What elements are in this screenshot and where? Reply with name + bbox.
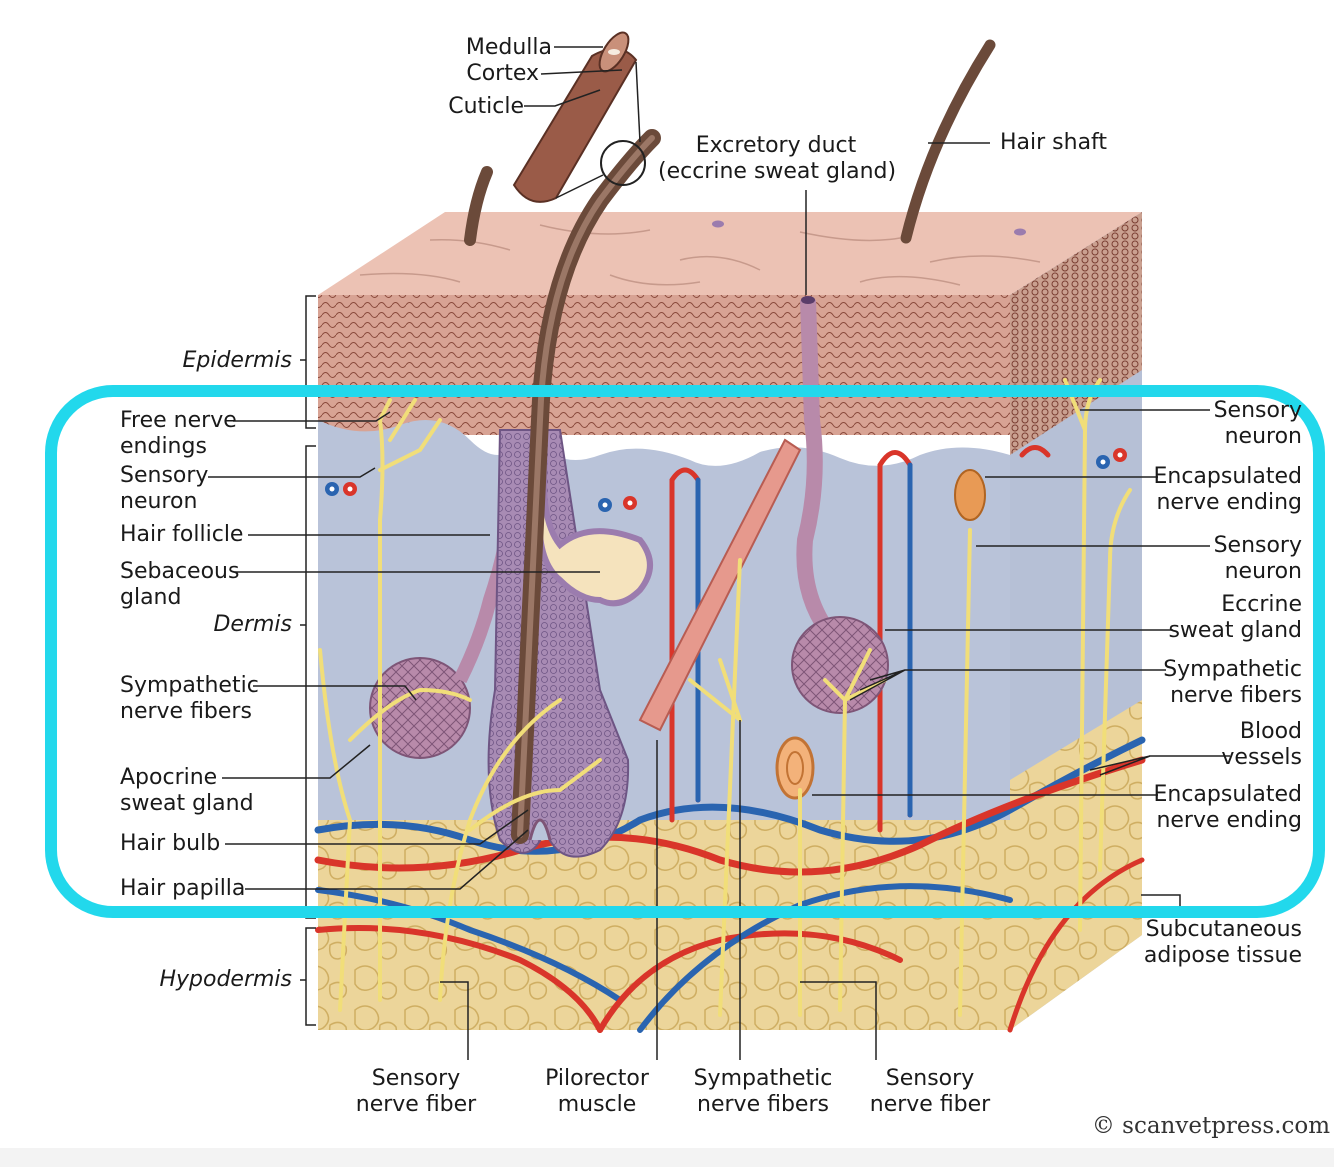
label-cuticle: Cuticle	[448, 94, 524, 119]
label-sensory-neuron-tr-line1: Sensory	[1213, 398, 1302, 423]
label-sensory-fiber-left-line1: Sensory	[371, 1066, 461, 1091]
label-eccrine-line2: sweat gland	[1168, 618, 1302, 643]
label-free-nerve-line1: Free nerve	[120, 408, 237, 433]
label-encapsulated-top-line1: Encapsulated	[1153, 464, 1302, 489]
bottom-strip	[0, 1148, 1334, 1167]
label-sebaceous-line2: gland	[120, 585, 182, 610]
label-blood-vessels: Blood vessels	[1221, 719, 1302, 771]
label-excretory-duct: Excretory duct (eccrine sweat gland)	[658, 133, 897, 185]
label-sympathetic-left-line1: Sympathetic	[120, 673, 259, 698]
label-sensory-fiber-left-line2: nerve fiber	[355, 1092, 477, 1117]
label-hypodermis: Hypodermis	[159, 967, 292, 992]
vessel-cross-sections	[325, 448, 1127, 512]
label-blood-line2: vessels	[1221, 745, 1302, 770]
hair-section-magnified	[512, 31, 646, 203]
label-sensory-neuron-left: Sensory neuron	[120, 463, 208, 515]
label-sympathetic-bottom-line1: Sympathetic	[693, 1066, 833, 1091]
label-sensory-neuron-r-line1: Sensory	[1213, 533, 1302, 558]
label-sebaceous-gland: Sebaceous gland	[120, 559, 239, 611]
label-eccrine-line1: Eccrine	[1221, 592, 1302, 617]
label-sensory-neuron-left-line1: Sensory	[120, 463, 209, 488]
label-encapsulated-top-line2: nerve ending	[1156, 490, 1302, 515]
label-free-nerve-line2: endings	[120, 434, 207, 459]
label-hair-papilla: Hair papilla	[120, 876, 246, 901]
label-eccrine-gland: Eccrine sweat gland	[1168, 592, 1302, 644]
highlight-box	[45, 385, 1325, 918]
label-hair-bulb: Hair bulb	[120, 831, 221, 856]
pilorector-muscle	[638, 438, 802, 732]
label-blood-line1: Blood	[1239, 719, 1302, 744]
label-sensory-neuron-tr-line2: neuron	[1224, 424, 1302, 449]
label-sympathetic-right: Sympathetic nerve fibers	[1163, 657, 1302, 709]
label-sensory-fiber-right-line2: nerve fiber	[869, 1092, 991, 1117]
label-sympathetic-bottom-line2: nerve fibers	[697, 1092, 829, 1117]
label-sympathetic-right-line1: Sympathetic	[1163, 657, 1302, 682]
label-sensory-neuron-right: Sensory neuron	[1214, 533, 1302, 585]
label-sensory-neuron-top-right: Sensory neuron	[1214, 398, 1302, 450]
label-sebaceous-line1: Sebaceous	[120, 559, 240, 584]
label-apocrine-line2: sweat gland	[120, 791, 254, 816]
label-free-nerve-endings: Free nerve endings	[120, 408, 237, 460]
label-hair-follicle: Hair follicle	[120, 522, 244, 547]
label-cortex: Cortex	[466, 61, 539, 86]
dermis-layer	[318, 420, 1010, 820]
label-encapsulated-bot-line2: nerve ending	[1156, 808, 1302, 833]
label-medulla: Medulla	[465, 35, 552, 60]
label-pilorector-muscle: Pilorector muscle	[537, 1066, 657, 1118]
label-apocrine-line1: Apocrine	[120, 765, 218, 790]
epidermis-layer	[318, 295, 1010, 435]
label-encapsulated-top: Encapsulated nerve ending	[1153, 464, 1302, 516]
label-sensory-neuron-left-line2: neuron	[120, 489, 198, 514]
encapsulated-ending-bottom	[775, 736, 815, 800]
label-subcutaneous-line1: Subcutaneous	[1145, 917, 1302, 942]
skin-surface	[318, 212, 1142, 295]
label-sensory-neuron-r-line2: neuron	[1224, 559, 1302, 584]
label-subcutaneous-line2: adipose tissue	[1143, 943, 1302, 968]
label-encapsulated-bot-line1: Encapsulated	[1153, 782, 1302, 807]
label-pilorector-line2: muscle	[557, 1092, 637, 1117]
label-sympathetic-right-line2: nerve fibers	[1170, 683, 1302, 708]
label-sensory-fiber-left: Sensory nerve fiber	[336, 1066, 496, 1118]
label-sensory-fiber-right: Sensory nerve fiber	[850, 1066, 1010, 1118]
label-dermis: Dermis	[213, 612, 292, 637]
label-sensory-fiber-right-line1: Sensory	[885, 1066, 975, 1091]
label-epidermis: Epidermis	[182, 348, 292, 373]
label-sympathetic-left-line2: nerve fibers	[120, 699, 252, 724]
label-hair-shaft: Hair shaft	[1000, 130, 1108, 155]
encapsulated-ending-top	[954, 469, 986, 521]
label-encapsulated-bottom: Encapsulated nerve ending	[1153, 782, 1302, 834]
label-apocrine-gland: Apocrine sweat gland	[120, 765, 254, 817]
hair-shaft-right	[900, 39, 996, 244]
label-excretory-duct-line1: Excretory duct	[695, 133, 857, 158]
label-sympathetic-left: Sympathetic nerve fibers	[120, 673, 259, 725]
label-subcutaneous-adipose: Subcutaneous adipose tissue	[1144, 917, 1302, 969]
hair-shaft-left	[464, 166, 493, 246]
copyright-notice: © scanvetpress.com	[1091, 1113, 1330, 1139]
label-excretory-duct-line2: (eccrine sweat gland)	[658, 159, 897, 184]
label-sympathetic-bottom: Sympathetic nerve fibers	[688, 1066, 838, 1118]
label-pilorector-line1: Pilorector	[545, 1066, 649, 1091]
